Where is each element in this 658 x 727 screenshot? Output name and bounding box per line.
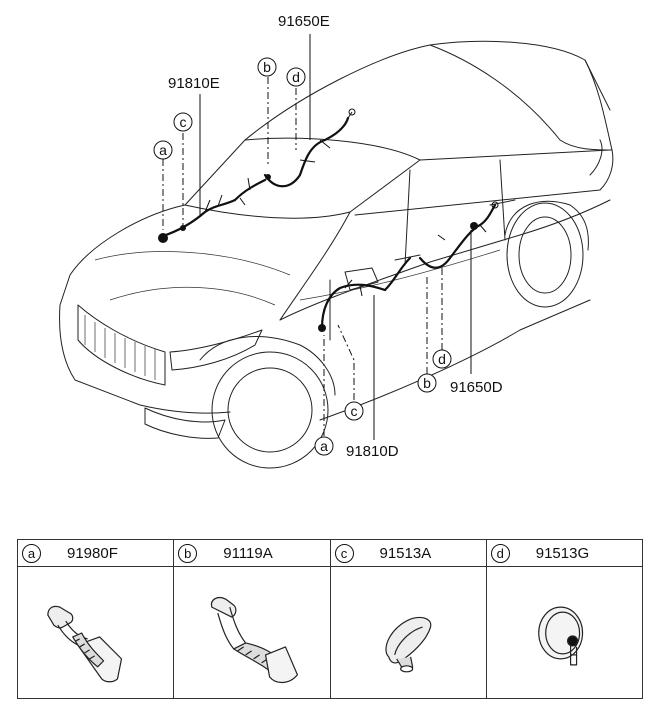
harness-front-dash [158, 177, 267, 243]
svg-text:d: d [438, 351, 446, 367]
part-image-b [173, 566, 331, 699]
svg-text:d: d [292, 69, 300, 85]
callout-letter-a: a [22, 543, 41, 563]
callout-b-bottom: b [417, 373, 437, 393]
parts-table: a 91980F b 91119A c 91513A d 91513G [16, 539, 644, 699]
callout-d-bottom: d [432, 349, 452, 369]
car-wiring-diagram: 91650E 91810E 91650D 91810D a c b d a c … [59, 13, 614, 469]
callout-letter-c: c [334, 543, 354, 563]
label-91650E: 91650E [278, 13, 330, 30]
callout-letter-d: d [490, 543, 510, 563]
label-91650D: 91650D [450, 379, 503, 396]
svg-text:b: b [263, 59, 271, 75]
part-number-d: 91513G [535, 544, 590, 562]
leaders [162, 34, 472, 440]
callout-b-top: b [257, 57, 277, 77]
round-grommet-icon [537, 606, 583, 666]
part-number-b: 91119A [223, 544, 273, 562]
svg-text:a: a [320, 438, 328, 454]
parts-table-image-row [16, 566, 644, 699]
parts-header-b: b 91119A [173, 539, 331, 567]
parts-table-header-row: a 91980F b 91119A c 91513A d 91513G [16, 539, 644, 567]
part-number-c: 91513A [379, 544, 432, 562]
parts-header-a: a 91980F [16, 539, 175, 567]
door-grommet-boot-icon [211, 597, 299, 684]
part-number-a: 91980F [67, 544, 118, 562]
part-image-d [485, 566, 644, 699]
callout-a-top: a [153, 140, 173, 160]
parts-header-d: d 91513G [485, 539, 644, 567]
svg-text:c: c [180, 114, 187, 130]
svg-text:c: c [351, 403, 358, 419]
label-91810D: 91810D [346, 443, 399, 460]
callout-d-top: d [286, 67, 306, 87]
car-body-outline [59, 40, 614, 469]
callout-a-bottom: a [314, 436, 334, 456]
part-image-c [329, 566, 487, 699]
parts-header-c: c 91513A [329, 539, 487, 567]
callout-c-top: c [173, 112, 193, 132]
label-91810E: 91810E [168, 75, 220, 92]
protector-icon [384, 616, 431, 673]
harness-front-top [263, 108, 356, 188]
svg-text:a: a [159, 142, 167, 158]
part-image-a [16, 566, 175, 699]
callout-c-bottom: c [344, 401, 364, 421]
svg-text:b: b [423, 375, 431, 391]
callout-letter-b: b [178, 543, 198, 563]
harness-front-door [318, 256, 412, 332]
door-grommet-angled-icon [47, 605, 123, 683]
harness-rear-door [418, 201, 499, 269]
